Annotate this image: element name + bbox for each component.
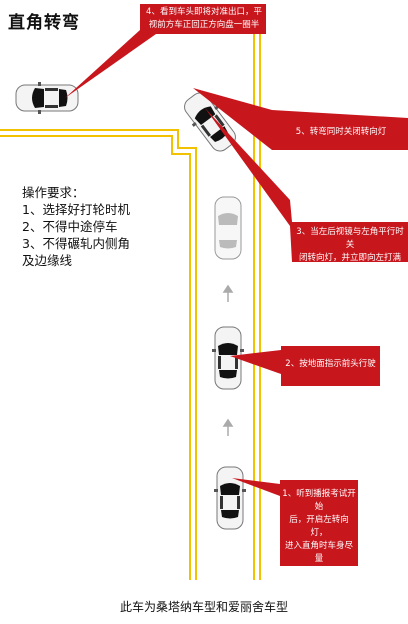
callout-5-shape	[193, 88, 408, 150]
callout-1-line: 1、听到播报考试开始	[282, 489, 356, 512]
callout-3-line: 3、当左后视镜与左角平行时关	[296, 227, 404, 250]
callout-4-line: 4、看到车头即将对准出口，平	[146, 7, 262, 17]
car-start-position	[213, 466, 247, 530]
page-title: 直角转弯	[8, 13, 80, 33]
car-exit-position	[15, 81, 79, 115]
callout-4-line: 视前方车正回正方向盘一圈半	[148, 20, 260, 30]
footer-note: 此车为桑塔纳车型和爱丽舍车型	[119, 600, 288, 614]
callout-1-shape	[232, 478, 358, 566]
callout-2-shape	[230, 346, 380, 386]
requirement-item: 3、不得碾轧内侧角	[22, 236, 130, 251]
callout-1-text: 1、听到播报考试开始 后，开启左转向灯， 进入直角时车身尽量 靠近右边线，保持直…	[282, 488, 356, 592]
requirement-item: 及边缘线	[22, 253, 73, 268]
requirements-heading: 操作要求：	[22, 185, 85, 200]
callout-4-shape	[65, 4, 266, 98]
callout-3-text: 3、当左后视镜与左角平行时关 闭转向灯，并立即向左打满轮。	[294, 226, 406, 278]
callout-3-shape	[205, 108, 408, 262]
callout-shapes	[65, 4, 408, 566]
car-approach-position	[214, 196, 242, 260]
requirements-block: 操作要求： 1、选择好打轮时机 2、不得中途停车 3、不得碾轧内侧角 及边缘线	[22, 184, 130, 269]
callout-5-line: 5、转弯同时关闭转向灯	[295, 127, 387, 137]
callout-2-line: 2、按地面指示前头行驶	[285, 359, 376, 369]
callout-1-line: 靠近右边线，保持直行	[284, 567, 353, 590]
callout-5-text: 5、转弯同时关闭转向灯	[276, 126, 406, 139]
callout-3-line: 闭转向灯，并立即向左打满轮。	[298, 253, 401, 276]
callout-2-text: 2、按地面指示前头行驶	[283, 358, 378, 371]
callout-4-text: 4、看到车头即将对准出口，平 视前方车正回正方向盘一圈半	[144, 6, 264, 32]
requirement-item: 1、选择好打轮时机	[22, 202, 130, 217]
direction-arrow-1	[222, 284, 234, 302]
callout-1-line: 进入直角时车身尽量	[284, 541, 353, 564]
inner-edge-line-2	[0, 135, 191, 580]
callout-1-line: 后，开启左转向灯，	[289, 515, 349, 538]
requirement-item: 2、不得中途停车	[22, 219, 118, 234]
direction-arrow-2	[222, 418, 234, 436]
inner-edge-line	[0, 129, 197, 580]
